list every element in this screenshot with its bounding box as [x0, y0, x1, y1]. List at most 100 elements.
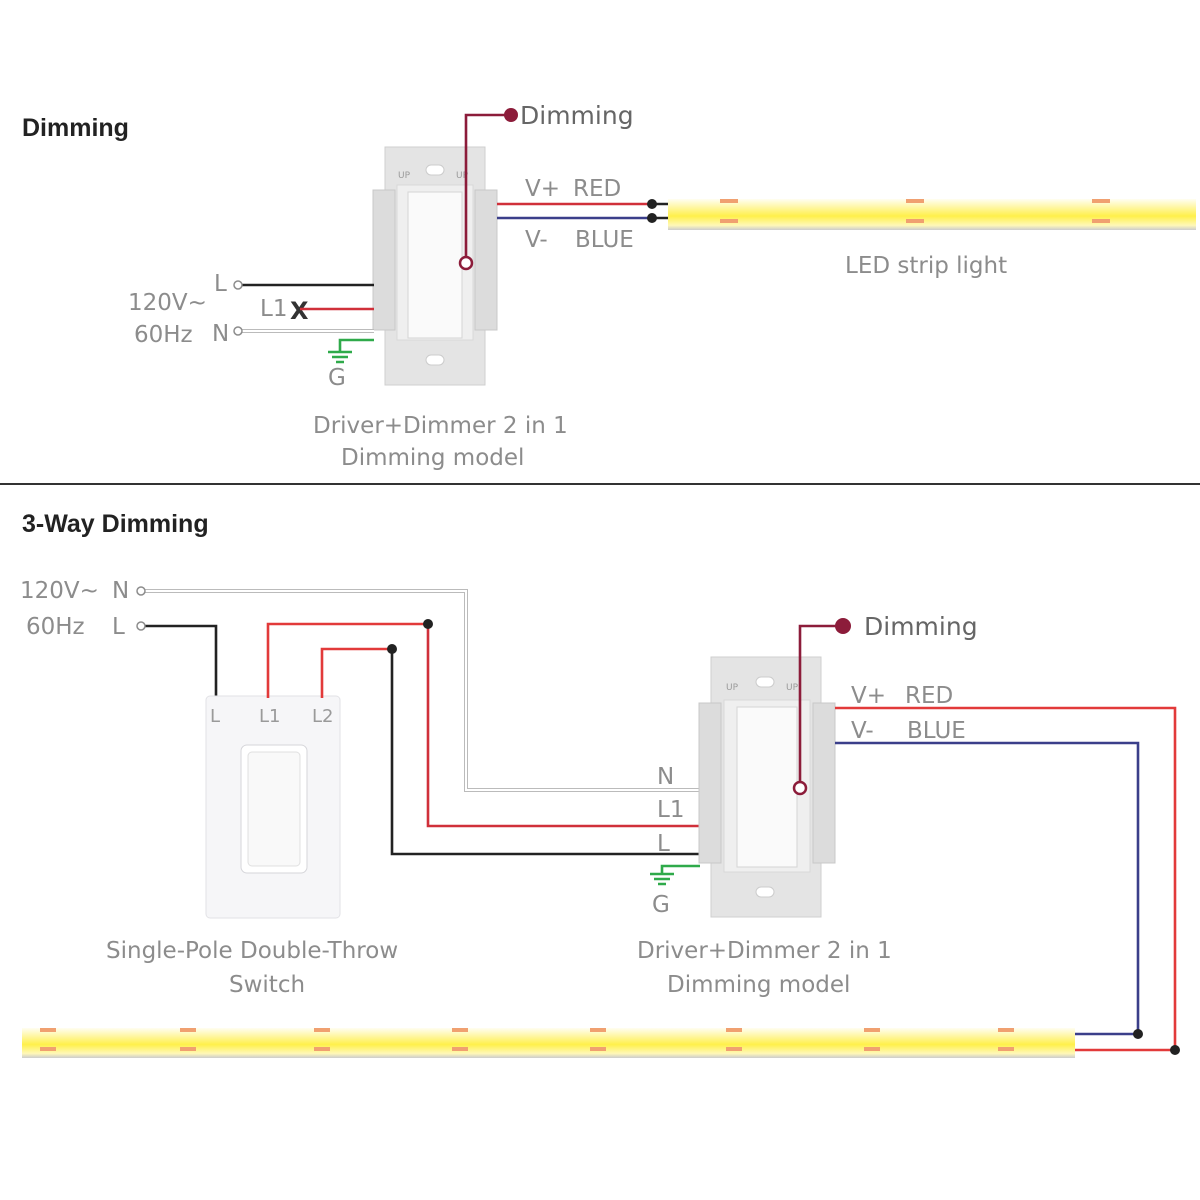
dimmer-n-label: N: [657, 764, 674, 790]
led-strip-label: LED strip light: [845, 253, 1007, 279]
led-strip-2-pad: [452, 1028, 468, 1032]
led-strip-2-pad: [998, 1047, 1014, 1051]
line-terminal-2: [136, 621, 146, 631]
switch-l-label: L: [210, 706, 220, 727]
switch-l2-label: L2: [312, 706, 333, 727]
red-label: RED: [573, 176, 621, 202]
section-title-3-way: 3-Way Dimming: [22, 510, 209, 538]
dimmer-left-tabs: [372, 189, 396, 331]
led-strip-2-body: [22, 1028, 1075, 1058]
v-minus-label: V-: [525, 227, 548, 253]
dimming-label-2: Dimming: [864, 612, 978, 641]
led-strip-2-pad: [998, 1028, 1014, 1032]
dimming-label: Dimming: [520, 101, 634, 130]
switch-caption-line1: Single-Pole Double-Throw: [106, 938, 398, 964]
line-terminal: [233, 280, 243, 290]
led-strip-2-pad: [40, 1028, 56, 1032]
supply-frequency-label: 60Hz: [134, 322, 193, 348]
supply-voltage-label: 120V~: [128, 290, 207, 316]
neutral-terminal-2: [136, 586, 146, 596]
dimmer-top-screw-slot: [425, 164, 445, 176]
led-strip-pad: [1092, 219, 1110, 223]
v-plus-wire-2: [835, 706, 1177, 1052]
led-strip-pad: [906, 219, 924, 223]
supply-voltage-label-2: 120V~: [20, 578, 99, 604]
dimming-wire-terminal-2: [792, 780, 808, 796]
led-strip-2-pad: [726, 1047, 742, 1051]
led-strip-2-pad: [864, 1028, 880, 1032]
led-strip-2-pad: [40, 1047, 56, 1051]
neutral-terminal: [233, 326, 243, 336]
blue-label: BLUE: [575, 227, 634, 253]
led-strip-body: [668, 199, 1196, 230]
switch-l1-traveler: [266, 622, 428, 698]
led-strip-2-pad: [180, 1028, 196, 1032]
terminal-l1-label: L1: [260, 296, 287, 322]
dimmer-caption-line1: Driver+Dimmer 2 in 1: [313, 413, 568, 439]
terminal-n-label: N: [212, 321, 229, 347]
blue-label-2: BLUE: [907, 718, 966, 744]
led-strip-pad: [720, 199, 738, 203]
dimming-wire-terminal: [458, 255, 474, 271]
cut-mark: X: [290, 297, 309, 325]
dimmer-up-mark-3: UP: [726, 683, 739, 693]
switch-caption-line2: Switch: [229, 972, 305, 998]
led-strip-2-pad: [452, 1047, 468, 1051]
led-strip-2-pad: [314, 1028, 330, 1032]
dimming-wire-2: [798, 624, 836, 788]
v-minus-junction-2: [1133, 1029, 1143, 1039]
dimmer-l1-label: L1: [657, 797, 684, 823]
supply-l-label: L: [112, 614, 125, 640]
led-strip: [668, 199, 1196, 230]
traveler-to-dimmer-l1: [426, 624, 700, 828]
v-minus-label-2: V-: [851, 718, 874, 744]
dimmer-up-mark-4: UP: [786, 683, 799, 693]
led-strip-2-pad: [864, 1047, 880, 1051]
red-label-2: RED: [905, 683, 953, 709]
led-strip-pad: [906, 199, 924, 203]
dimmer-rocker: [407, 191, 463, 339]
led-strip-2-pad: [180, 1047, 196, 1051]
led-strip-2-pad: [590, 1028, 606, 1032]
v-plus-label: V+: [525, 176, 560, 202]
supply-n-label: N: [112, 578, 129, 604]
dimming-wire-end-dot-2: [835, 618, 851, 634]
dimming-wire: [464, 113, 510, 263]
ground-wire: [338, 338, 374, 352]
dimmer-module-2: UP UP: [698, 656, 836, 918]
dimming-wire-end-dot: [504, 108, 518, 122]
ground-icon: [328, 350, 352, 364]
dimmer-caption-line1-2: Driver+Dimmer 2 in 1: [637, 938, 892, 964]
v-minus-wire-2: [835, 741, 1140, 1036]
dimmer-left-tabs-2: [698, 702, 722, 864]
traveler-to-dimmer-l: [390, 649, 700, 856]
switch-l1-label: L1: [259, 706, 280, 727]
terminal-l-label: L: [214, 271, 227, 297]
ground-label: G: [328, 365, 346, 391]
led-strip-2-pad: [726, 1028, 742, 1032]
section-title-dimming: Dimming: [22, 114, 129, 142]
ground-icon-2: [650, 872, 674, 886]
dimmer-caption-line2-2: Dimming model: [667, 972, 850, 998]
v-plus-label-2: V+: [851, 683, 886, 709]
v-plus-junction-2: [1170, 1045, 1180, 1055]
l2-junction: [387, 644, 397, 654]
dimmer-bottom-screw-slot-2: [755, 886, 775, 898]
ground-label-2: G: [652, 892, 670, 918]
dimmer-right-tabs-2: [812, 702, 836, 864]
neutral-wire-2-core: [144, 590, 700, 791]
switch-l2-traveler: [320, 647, 392, 698]
section-3-way-dimming: 3-Way Dimming 120V~ 60Hz N L L L1 L2 Sin…: [20, 510, 1180, 1058]
dimmer-up-mark-2: UP: [456, 171, 469, 181]
dimmer-bottom-screw-slot: [425, 354, 445, 366]
l1-junction: [423, 619, 433, 629]
supply-frequency-label-2: 60Hz: [26, 614, 85, 640]
ground-wire-2: [660, 864, 700, 874]
line-wire-2: [144, 624, 218, 698]
led-strip-pad: [720, 219, 738, 223]
dimmer-l-label: L: [657, 831, 670, 857]
dimmer-up-mark: UP: [398, 171, 411, 181]
led-strip-pad: [1092, 199, 1110, 203]
spdt-switch-rocker: [247, 751, 301, 867]
